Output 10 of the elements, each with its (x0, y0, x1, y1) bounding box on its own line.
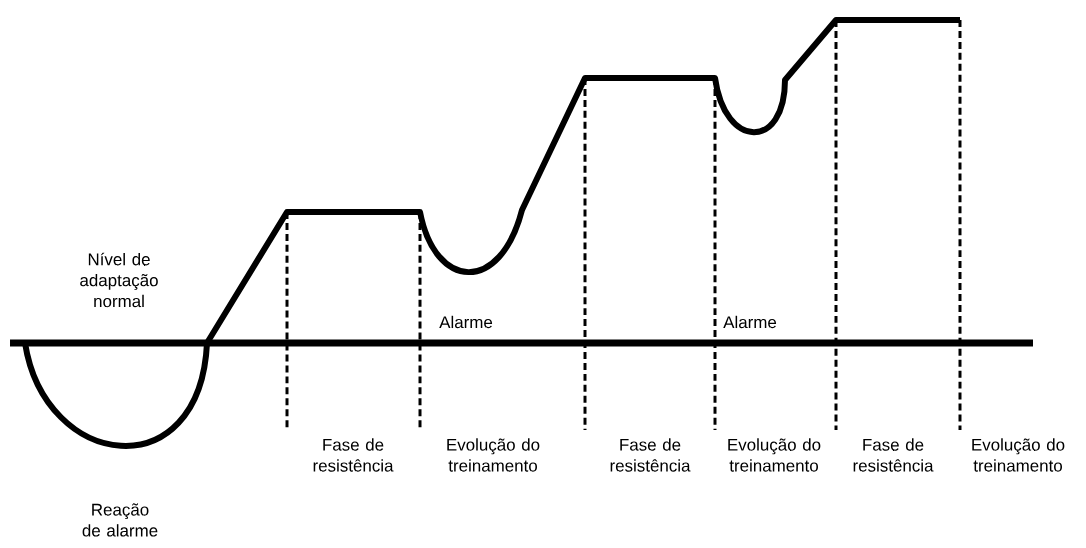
axis-label: Reação de alarme (82, 503, 158, 537)
phase-label: Alarme (439, 315, 493, 329)
axis-label: Nível de adaptação normal (80, 252, 158, 308)
phase-label: Fase de resistência (313, 438, 394, 472)
phase-label: Fase de resistência (853, 438, 934, 472)
phase-label: Evolução do treinamento (447, 438, 540, 472)
phase-label: Evolução do treinamento (972, 438, 1065, 472)
phase-label: Fase de resistência (610, 438, 691, 472)
phase-label: Alarme (723, 315, 777, 329)
phase-label: Evolução do treinamento (728, 438, 821, 472)
